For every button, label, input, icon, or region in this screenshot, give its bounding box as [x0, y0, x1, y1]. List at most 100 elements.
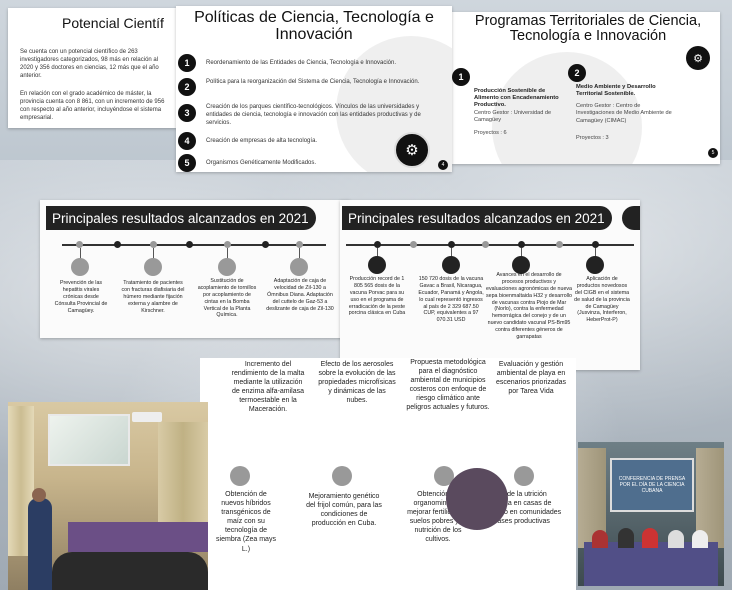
- slide-resultados-izquierda: Principales resultados alcanzados en 202…: [40, 200, 350, 338]
- result-text: Adaptación de caja de velocidad de Zil-1…: [266, 278, 334, 312]
- pin-stem: [299, 248, 300, 260]
- result-marker: [144, 258, 162, 276]
- result-text: Propuesta metodológica para el diagnósti…: [406, 359, 490, 412]
- person-head: [32, 488, 46, 502]
- banner-label: Principales resultados alcanzados en 202…: [52, 210, 309, 226]
- number-badge: 3: [178, 104, 196, 122]
- slide-resultados-inferior: Incremento del rendimiento de la malta m…: [200, 358, 576, 590]
- result-marker: [368, 256, 386, 274]
- timeline-dot: [114, 241, 121, 248]
- program-center: Centro Gestor : Universidad de Camagüey: [474, 110, 552, 124]
- slide-title: Potencial Científ: [62, 15, 164, 31]
- result-marker: [514, 466, 534, 486]
- person: [642, 528, 658, 548]
- result-text: Obtención de nuevos híbridos transgénico…: [216, 491, 276, 553]
- pin-stem: [521, 248, 522, 258]
- timeline-dot: [296, 241, 303, 248]
- program-projects: Proyectos : 3: [576, 135, 609, 141]
- pin-stem: [377, 248, 378, 258]
- result-marker: [434, 466, 454, 486]
- pin-stem: [451, 248, 452, 258]
- person: [618, 528, 634, 548]
- timeline-dot: [556, 241, 563, 248]
- policy-item: Creación de empresas de alta tecnología.: [206, 138, 318, 144]
- result-text: Obtención de organomin para mejorar fert…: [407, 491, 469, 544]
- program-projects: Proyectos : 6: [474, 130, 507, 136]
- policy-item: Reordenamiento de las Entidades de Cienc…: [206, 60, 397, 66]
- slide-resultados-derecha: Principales resultados alcanzados en 202…: [340, 200, 640, 370]
- pin-stem: [595, 248, 596, 258]
- slide-title: Programas Territoriales de Ciencia, Tecn…: [474, 13, 702, 45]
- gears-icon: ⚙: [394, 132, 430, 168]
- page-number: 4: [438, 160, 448, 170]
- person: [668, 530, 684, 548]
- program-center: Centro Gestor : Centro de Investigacione…: [576, 103, 672, 124]
- result-text: Efecto de los aerosoles sobre la evoluci…: [318, 361, 396, 405]
- banner-tab: [622, 206, 640, 230]
- timeline-dot: [592, 241, 599, 248]
- result-text: Prevención de las hepatitis virales crón…: [54, 280, 108, 314]
- number-badge: 1: [452, 68, 470, 86]
- result-marker: [442, 256, 460, 274]
- result-marker: [586, 256, 604, 274]
- result-marker: [290, 258, 308, 276]
- result-text: Sustitución de acoplamiento de tornillos…: [197, 278, 257, 319]
- timeline-dot: [482, 241, 489, 248]
- person: [592, 530, 608, 548]
- policy-item: Política para la reorganización del Sist…: [206, 79, 420, 85]
- number-badge: 5: [178, 154, 196, 172]
- timeline: [62, 244, 326, 246]
- result-marker: [218, 258, 236, 276]
- result-text: Tratamiento de pacientes con fracturas d…: [121, 280, 185, 314]
- decorative-circle: [492, 52, 642, 164]
- timeline-dot: [448, 241, 455, 248]
- number-badge: 1: [178, 54, 196, 72]
- result-text: anejo de la utrición tegrada en casas de…: [488, 491, 562, 526]
- pin-stem: [227, 248, 228, 260]
- result-text: Producción record de 1 805 565 dosis de …: [348, 276, 406, 317]
- slide-title: Políticas de Ciencia, Tecnología e Innov…: [194, 9, 434, 43]
- timeline-dot: [410, 241, 417, 248]
- slide-politicas-ciencia: Políticas de Ciencia, Tecnología e Innov…: [176, 6, 452, 172]
- result-marker: [332, 466, 352, 486]
- timeline: [346, 244, 634, 246]
- result-text: Incremento del rendimiento de la malta m…: [231, 361, 305, 414]
- person: [28, 498, 52, 590]
- banner-label: Principales resultados alcanzados en 202…: [348, 210, 605, 226]
- result-text: Mejoramiento genético del frijol común, …: [306, 493, 382, 528]
- program-name: Medio Ambiente y Desarrollo Territorial …: [576, 84, 656, 98]
- result-marker: [230, 466, 250, 486]
- slide-programas-territoriales: Programas Territoriales de Ciencia, Tecn…: [452, 12, 720, 164]
- gears-icon: ⚙: [686, 46, 710, 70]
- photo-conference-left: [8, 402, 208, 590]
- timeline-dot: [224, 241, 231, 248]
- timeline-dot: [374, 241, 381, 248]
- result-text: Avances en el desarrollo de procesos pro…: [486, 272, 572, 340]
- number-badge: 2: [178, 78, 196, 96]
- result-text: Evaluación y gestión ambiental de playa …: [495, 361, 567, 396]
- table: [68, 522, 208, 552]
- number-badge: 4: [178, 132, 196, 150]
- timeline-dot: [150, 241, 157, 248]
- result-text: Aplicación de productos novedosos del CI…: [574, 276, 630, 324]
- program-name: Producción Sostenible de Alimento con En…: [474, 88, 559, 109]
- table: [584, 542, 718, 586]
- slide-potencial-cientifico: Potencial Científ Se cuenta con un poten…: [8, 8, 176, 128]
- policy-item: Creación de los parques científico-tecno…: [206, 104, 421, 127]
- projection-screen: CONFERENCIA DE PRENSA POR EL DÍA DE LA C…: [610, 458, 694, 512]
- pin-stem: [153, 248, 154, 260]
- result-marker: [71, 258, 89, 276]
- section-banner: Principales resultados alcanzados en 202…: [342, 206, 612, 230]
- screen-text: CONFERENCIA DE PRENSA POR EL DÍA DE LA C…: [618, 476, 686, 494]
- pin-stem: [80, 248, 81, 260]
- timeline-dot: [76, 241, 83, 248]
- number-badge: 2: [568, 64, 586, 82]
- page-number: 5: [708, 148, 718, 158]
- timeline-dot: [186, 241, 193, 248]
- result-text: 150 720 dosis de la vacuna Gavac a Brasi…: [418, 276, 484, 324]
- photo-conference-right: CONFERENCIA DE PRENSA POR EL DÍA DE LA C…: [578, 442, 724, 586]
- slide-paragraph: Se cuenta con un potencial científico de…: [20, 49, 159, 80]
- projection-screen: [48, 414, 130, 466]
- section-banner: Principales resultados alcanzados en 202…: [46, 206, 316, 230]
- slide-paragraph: En relación con el grado académico de má…: [20, 91, 165, 122]
